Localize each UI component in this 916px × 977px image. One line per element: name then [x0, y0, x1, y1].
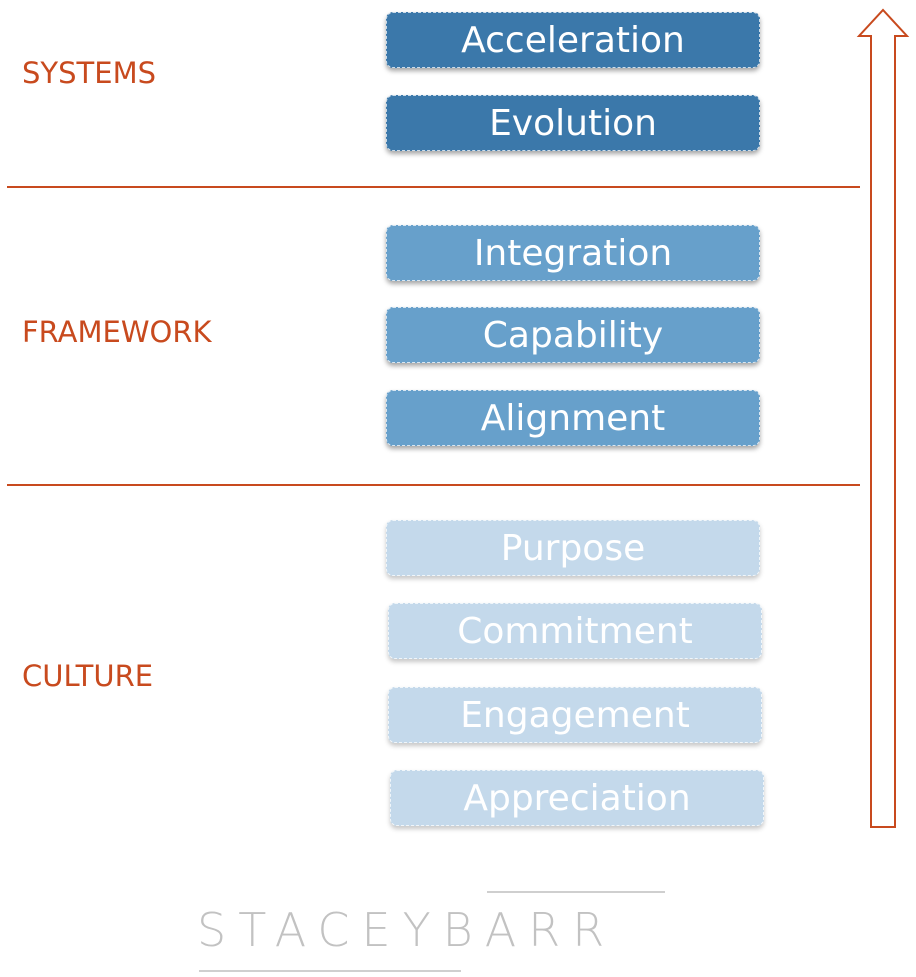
box-engagement: Engagement [388, 687, 762, 743]
logo-bottom-line [199, 970, 461, 972]
up-arrow-icon [856, 8, 910, 828]
box-integration: Integration [386, 225, 760, 281]
box-appreciation: Appreciation [390, 770, 764, 826]
box-acceleration: Acceleration [386, 12, 760, 68]
box-capability: Capability [386, 307, 760, 363]
logo-top-line [487, 891, 665, 893]
divider-framework-culture [7, 484, 860, 486]
box-commitment: Commitment [388, 603, 762, 659]
divider-systems-framework [7, 186, 860, 188]
box-alignment: Alignment [386, 390, 760, 446]
section-label-framework: FRAMEWORK [22, 315, 212, 349]
box-evolution: Evolution [386, 95, 760, 151]
logo-text: STACEYBARR [197, 903, 617, 957]
section-label-culture: CULTURE [22, 659, 154, 693]
section-label-systems: SYSTEMS [22, 56, 156, 90]
box-purpose: Purpose [386, 520, 760, 576]
